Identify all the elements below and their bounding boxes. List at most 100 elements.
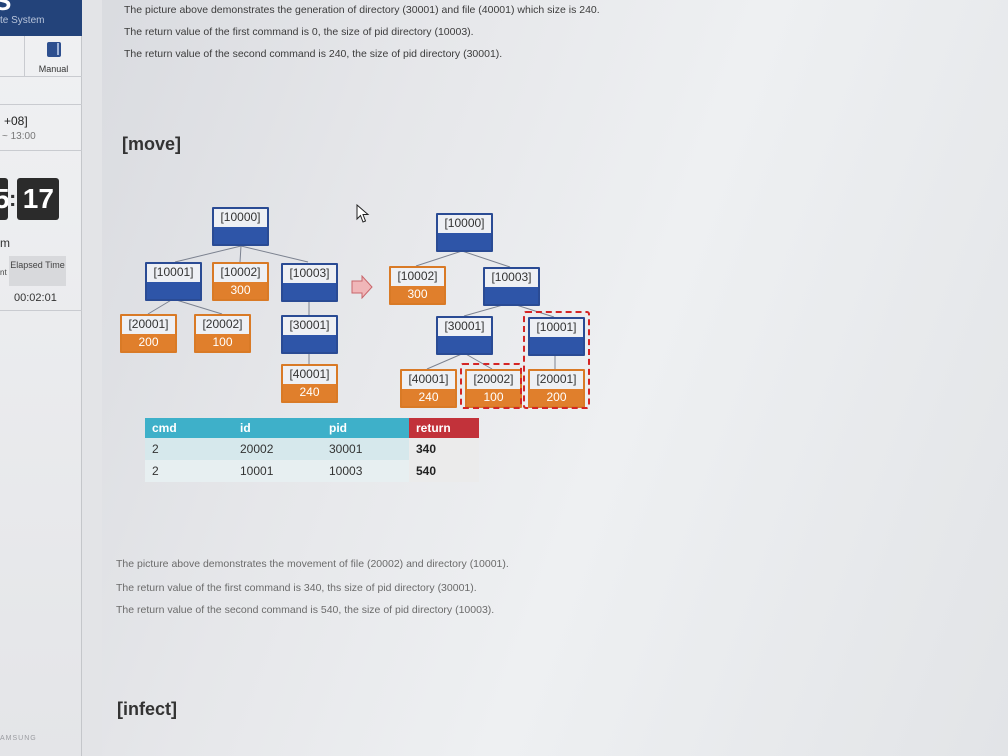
- header-cmd: cmd: [145, 418, 233, 438]
- mouse-cursor-icon: [356, 204, 370, 223]
- node-label: [20001]: [122, 316, 175, 334]
- table-header-row: cmd id pid return: [145, 418, 479, 438]
- tree-node-dir: [10000]: [436, 213, 493, 252]
- node-size: 300: [214, 282, 267, 299]
- tree-node-dir: [10000]: [212, 207, 269, 246]
- manual-book-icon: [46, 42, 61, 57]
- tree-node-file: [10002] 300: [389, 266, 446, 305]
- node-size: 100: [196, 334, 249, 351]
- node-size: [147, 282, 200, 299]
- header-id: id: [233, 418, 322, 438]
- tree-node-file: [20001] 200: [528, 369, 585, 408]
- node-label: [40001]: [402, 371, 455, 389]
- edge: [147, 298, 174, 315]
- time-range: ~ 13:00: [2, 131, 36, 142]
- intro-line-2: The return value of the first command is…: [124, 26, 474, 38]
- node-label: [40001]: [283, 366, 336, 384]
- node-size: [438, 336, 491, 353]
- cell-return: 540: [409, 460, 479, 482]
- node-label: [30001]: [283, 317, 336, 335]
- remaining-time-clock: 5 : 17: [0, 178, 60, 220]
- tree-node-file: [40001] 240: [400, 369, 457, 408]
- tree-node-dir: [30001]: [436, 316, 493, 355]
- node-label: [10000]: [214, 209, 267, 227]
- tree-node-file: [10002] 300: [212, 262, 269, 301]
- node-size: [214, 227, 267, 244]
- edge: [239, 245, 242, 263]
- edge: [426, 352, 465, 370]
- cell-cmd: 2: [145, 460, 233, 482]
- node-label: [10003]: [283, 265, 336, 283]
- intro-line-1: The picture above demonstrates the gener…: [124, 4, 600, 16]
- move-section-title: [move]: [122, 134, 182, 154]
- node-label: [10003]: [485, 269, 538, 287]
- divider: [0, 150, 82, 151]
- node-size: [438, 233, 491, 250]
- node-label: [20001]: [530, 371, 583, 389]
- app-subtitle: te System: [0, 15, 45, 26]
- command-table: cmd id pid return 2 20002 30001 340 2 10…: [145, 418, 479, 482]
- header-pid: pid: [322, 418, 409, 438]
- node-size: [485, 287, 538, 304]
- node-label: [10002]: [214, 264, 267, 282]
- node-label: [20002]: [196, 316, 249, 334]
- tree-connectors: [147, 245, 556, 370]
- node-size: 240: [283, 384, 336, 401]
- clock-colon: :: [9, 186, 17, 211]
- node-label: [30001]: [438, 318, 491, 336]
- cell-cmd: 2: [145, 438, 233, 460]
- elapsed-time-label: Elapsed Time: [9, 256, 66, 286]
- cell-id: 10001: [233, 460, 322, 482]
- scroll-gutter[interactable]: [82, 0, 102, 756]
- clock-right-digits: 17: [17, 178, 60, 220]
- table-row: 2 20002 30001 340: [145, 438, 479, 460]
- edge: [461, 250, 511, 268]
- sidebar-header: S te System: [0, 0, 82, 36]
- edge: [240, 245, 309, 263]
- header-return: return: [409, 418, 479, 438]
- truncated-label: nt: [0, 268, 7, 277]
- table-row: 2 10001 10003 540: [145, 460, 479, 482]
- node-size: [283, 283, 336, 300]
- edge: [463, 352, 493, 370]
- elapsed-time-value: 00:02:01: [14, 292, 57, 304]
- problem-content: The picture above demonstrates the gener…: [102, 0, 1008, 756]
- tree-node-dir: [10003]: [483, 267, 540, 306]
- cell-return: 340: [409, 438, 479, 460]
- node-size: 240: [402, 389, 455, 406]
- manual-button[interactable]: Manual: [24, 36, 82, 76]
- move-desc-line-2: The return value of the first command is…: [116, 582, 477, 594]
- tree-node-dir: [10003]: [281, 263, 338, 302]
- tree-node-dir: [10001]: [528, 317, 585, 356]
- manual-label: Manual: [38, 64, 69, 74]
- tree-node-dir: [10001]: [145, 262, 202, 301]
- edge: [415, 250, 463, 267]
- node-label: [10001]: [530, 319, 583, 337]
- node-size: 300: [391, 286, 444, 303]
- moved-directory-highlight: [523, 311, 590, 409]
- clock-left-digits: 5: [0, 178, 8, 220]
- cell-id: 20002: [233, 438, 322, 460]
- timezone-label: +08]: [4, 114, 28, 128]
- node-size: 100: [467, 389, 520, 406]
- tree-node-dir: [30001]: [281, 315, 338, 354]
- left-sidebar: S te System Manual +08] ~ 13:00 5 : 17 m…: [0, 0, 82, 756]
- minutes-label: m: [0, 236, 10, 250]
- intro-line-3: The return value of the second command i…: [124, 48, 503, 60]
- tree-node-file: [40001] 240: [281, 364, 338, 403]
- monitor-brand: AMSUNG: [0, 735, 37, 742]
- divider: [0, 76, 82, 77]
- edge: [174, 245, 242, 263]
- node-label: [10000]: [438, 215, 491, 233]
- node-label: [10002]: [391, 268, 444, 286]
- node-size: [283, 335, 336, 352]
- cell-pid: 30001: [322, 438, 409, 460]
- edge: [172, 298, 223, 315]
- tree-node-file: [20002] 100: [194, 314, 251, 353]
- node-size: 200: [530, 389, 583, 406]
- infect-section-title: [infect]: [117, 699, 177, 719]
- move-desc-line-3: The return value of the second command i…: [116, 604, 495, 616]
- move-desc-line-1: The picture above demonstrates the movem…: [116, 558, 509, 570]
- cell-pid: 10003: [322, 460, 409, 482]
- moved-file-highlight: [460, 363, 522, 409]
